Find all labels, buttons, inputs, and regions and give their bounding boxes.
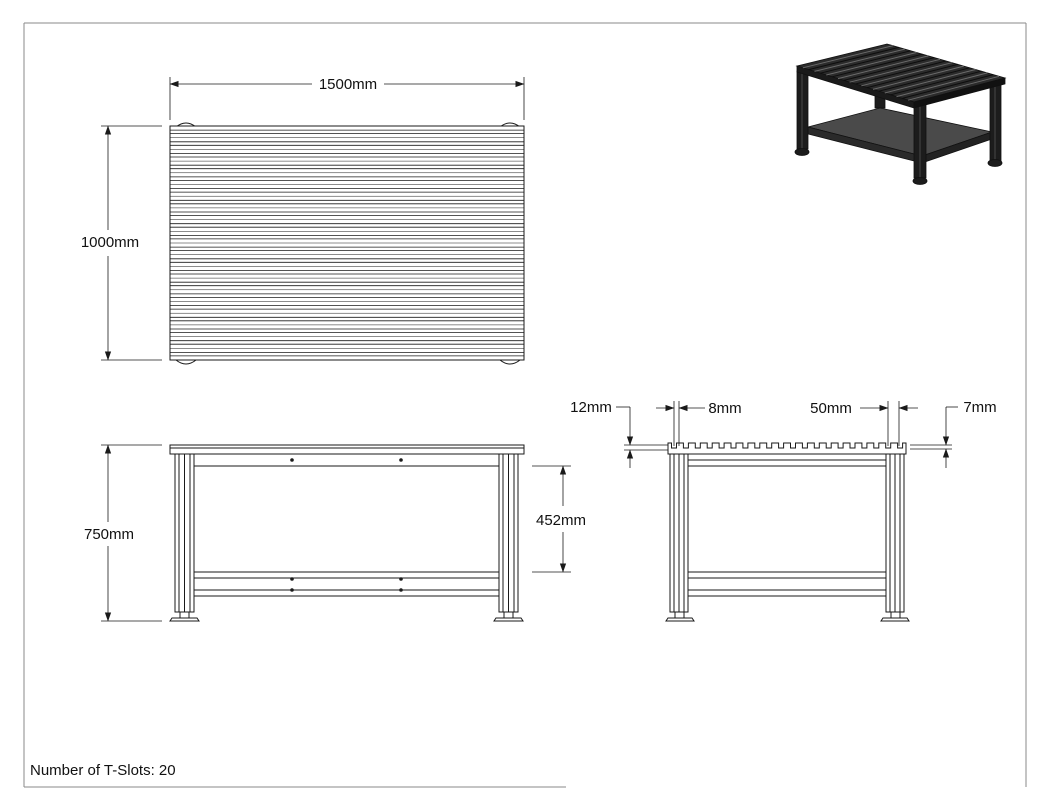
slot-width-label: 8mm [708, 400, 741, 417]
slot-depth-dimension [616, 406, 668, 468]
front-view-bolts [290, 458, 403, 592]
top-view-slots [170, 129, 524, 357]
iso-slot-line [855, 60, 947, 85]
top-depth-label: 1000mm [81, 234, 139, 251]
lip-thickness-label: 7mm [963, 399, 996, 416]
top-width-dimension [169, 77, 525, 120]
top-width-label: 1500mm [319, 76, 377, 93]
iso-slot-line [867, 63, 958, 89]
iso-leg-front-left [796, 70, 809, 150]
iso-slot-line [802, 45, 894, 69]
iso-slot-line [884, 69, 976, 94]
iso-slot-line [843, 57, 935, 81]
iso-slot-line [872, 65, 964, 90]
iso-slot-line [907, 75, 1000, 101]
iso-slot-line [820, 50, 911, 74]
shelf-clearance-dimension [532, 465, 571, 573]
iso-slot-line [890, 70, 982, 96]
top-depth-dimension [101, 125, 162, 361]
lip-thickness-dimension [910, 406, 958, 468]
shelf-clearance-label: 452mm [536, 512, 586, 529]
iso-slot-line [808, 46, 899, 71]
iso-slot-line [849, 58, 941, 83]
iso-slot-line [902, 74, 994, 99]
t-slot-count-note: Number of T-Slots: 20 [30, 762, 176, 779]
height-label: 750mm [84, 526, 134, 543]
slot-width-dimension [656, 401, 705, 446]
front-view [169, 444, 525, 622]
iso-slot-line [896, 72, 988, 98]
side-view [665, 442, 910, 622]
iso-slot-line [831, 53, 923, 78]
iso-slot-line [826, 52, 917, 76]
slot-pitch-label: 50mm [810, 400, 852, 417]
top-view [169, 122, 525, 365]
sheet-frame [23, 22, 1027, 788]
slot-pitch-dimension [860, 401, 918, 446]
height-dimension [101, 444, 162, 622]
iso-slot-line [814, 48, 905, 72]
iso-slot-line [837, 55, 929, 80]
iso-slot-line [861, 62, 953, 87]
iso-leg-back-right [989, 81, 1002, 162]
iso-slot-line [878, 67, 970, 92]
side-view-slotted-top [667, 442, 907, 455]
isometric-view [794, 43, 1007, 185]
isometric-top-slots [802, 45, 1000, 101]
slot-depth-label: 12mm [570, 399, 612, 416]
